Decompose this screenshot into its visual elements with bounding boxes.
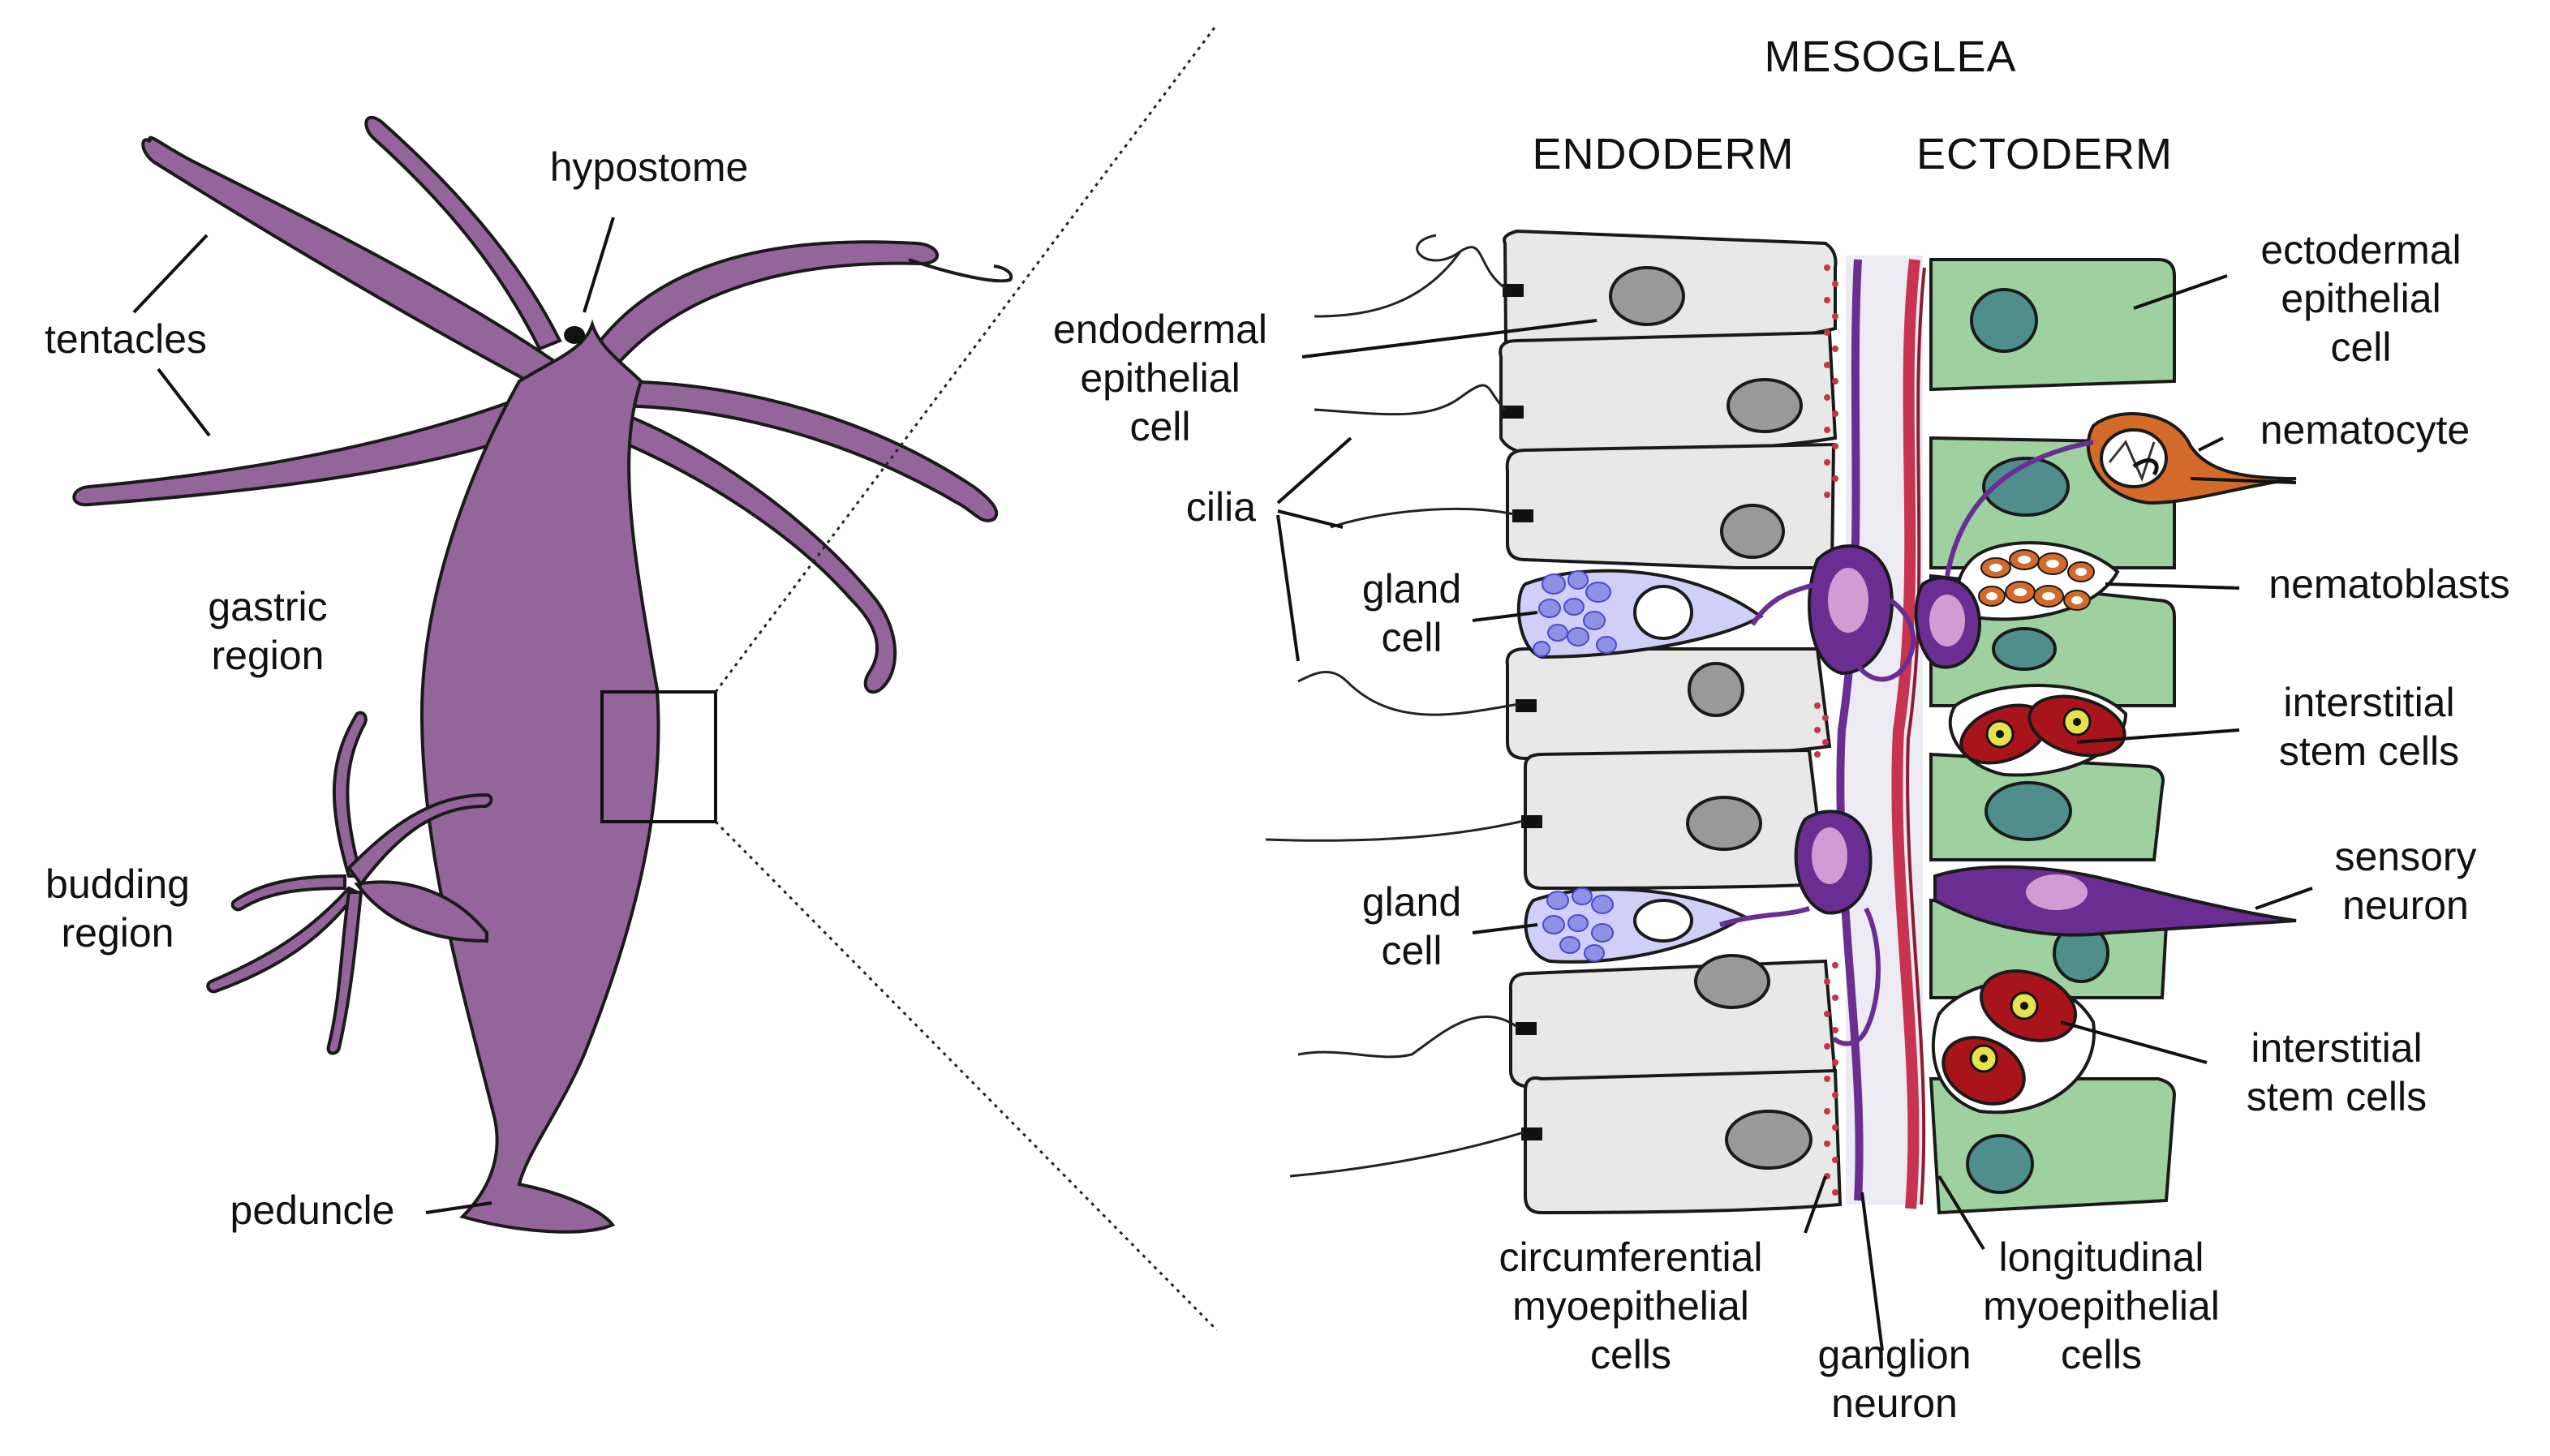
label-interstitial-stem-cells-lower: interstitial stem cells (2246, 1025, 2427, 1119)
label-budding-region: budding region (45, 861, 190, 956)
longitudinal-muscle (1891, 259, 1920, 1209)
basal-body (1516, 699, 1537, 712)
interstitial-stem-cells-lower (1931, 969, 2096, 1115)
nematocyte (2086, 412, 2297, 505)
ectoderm-nucleus (1970, 288, 2038, 353)
label-cilia: cilia (1185, 484, 1257, 530)
cilia-strands (1265, 234, 1524, 1178)
endoderm-nucleus (1727, 378, 1803, 433)
tentacle-top-right (598, 240, 939, 368)
ectoderm-nucleus (1966, 1134, 2034, 1194)
bud-tentacle-4 (206, 886, 360, 994)
tentacle-upper-left (141, 135, 562, 392)
basal-body (1503, 284, 1524, 297)
label-endodermal-epithelial-cell: endodermal epithelial cell (1052, 307, 1268, 449)
bud-body (354, 880, 488, 943)
mesoglea-header: MESOGLEA (1764, 32, 2017, 81)
endoderm-nucleus (1694, 954, 1770, 1009)
tentacle-right (607, 379, 999, 522)
bud-tentacle-1 (332, 711, 368, 878)
label-ectodermal-epithelial-cell: ectodermal epithelial cell (2260, 227, 2462, 370)
label-gastric-region: gastric region (208, 584, 328, 678)
ectoderm-nucleus (1992, 627, 2057, 671)
label-sensory-neuron: sensory neuron (2334, 834, 2477, 928)
bud-tentacle-5 (326, 891, 363, 1055)
hydra-organism (72, 24, 1219, 1332)
endoderm-header: ENDODERM (1532, 130, 1795, 178)
hydra-bud (206, 711, 493, 1055)
basal-body (1516, 1022, 1537, 1035)
ectoderm-nucleus (1982, 457, 2070, 517)
hypostome-mouth (564, 326, 585, 344)
endoderm-nucleus (1725, 1110, 1813, 1170)
neurons (1719, 259, 2297, 1201)
endoderm-cells (1499, 229, 1843, 1215)
ectoderm-cell-1 (1929, 258, 2176, 392)
label-hypostome: hypostome (549, 144, 749, 190)
endoderm-cell-4 (1505, 647, 1832, 761)
endoderm-nucleus (1609, 266, 1685, 326)
label-peduncle: peduncle (230, 1188, 395, 1233)
zoom-line-bottom (714, 820, 1219, 1332)
endoderm-cell-5 (1524, 748, 1828, 891)
basal-body (1521, 1127, 1542, 1140)
circumferential-muscle-dots (1814, 264, 1838, 1196)
tissue-section (1265, 229, 2313, 1351)
label-interstitial-stem-cells-upper: interstitial stem cells (2278, 680, 2460, 774)
label-longitudinal-myoepithelial-cells: longitudinal myoepithelial cells (1983, 1235, 2220, 1377)
label-ganglion-neuron: ganglion neuron (1817, 1332, 1972, 1426)
tentacle-far-right (908, 258, 1013, 283)
endoderm-nucleus (1688, 662, 1744, 717)
zoom-box (600, 690, 717, 823)
label-gland-cell-lower: gland cell (1361, 879, 1462, 973)
ectoderm-nucleus (1985, 781, 2072, 841)
basal-body (1503, 406, 1524, 419)
endoderm-cell-3 (1505, 442, 1836, 569)
nematoblasts (1956, 541, 2120, 621)
tissue-leader-lines (1276, 274, 2313, 1351)
interstitial-stem-cells-upper (1948, 684, 2128, 777)
endoderm-cell-7 (1524, 1068, 1843, 1215)
bud-tentacle-2 (346, 792, 493, 887)
gland-cells (1516, 569, 1764, 964)
hydra-body (419, 319, 660, 1234)
bud-tentacle-3 (230, 874, 346, 912)
label-nematoblasts: nematoblasts (2268, 561, 2510, 607)
endoderm-nucleus (1720, 504, 1785, 559)
label-gland-cell-upper: gland cell (1361, 566, 1462, 660)
basal-body (1512, 509, 1533, 522)
label-tentacles: tentacles (44, 316, 208, 362)
zoom-line-top (714, 24, 1219, 693)
endoderm-nucleus (1686, 796, 1762, 851)
label-nematocyte: nematocyte (2260, 407, 2470, 453)
endoderm-cell-6 (1508, 959, 1838, 1089)
tentacle-top (364, 115, 562, 351)
tentacle-lower-left (72, 387, 562, 507)
label-circumferential-myoepithelial-cells: circumferential myoepithelial cells (1499, 1235, 1763, 1377)
ectoderm-header: ECTODERM (1916, 130, 2174, 178)
basal-body (1521, 815, 1542, 828)
hydra-leader-lines (132, 217, 615, 1214)
